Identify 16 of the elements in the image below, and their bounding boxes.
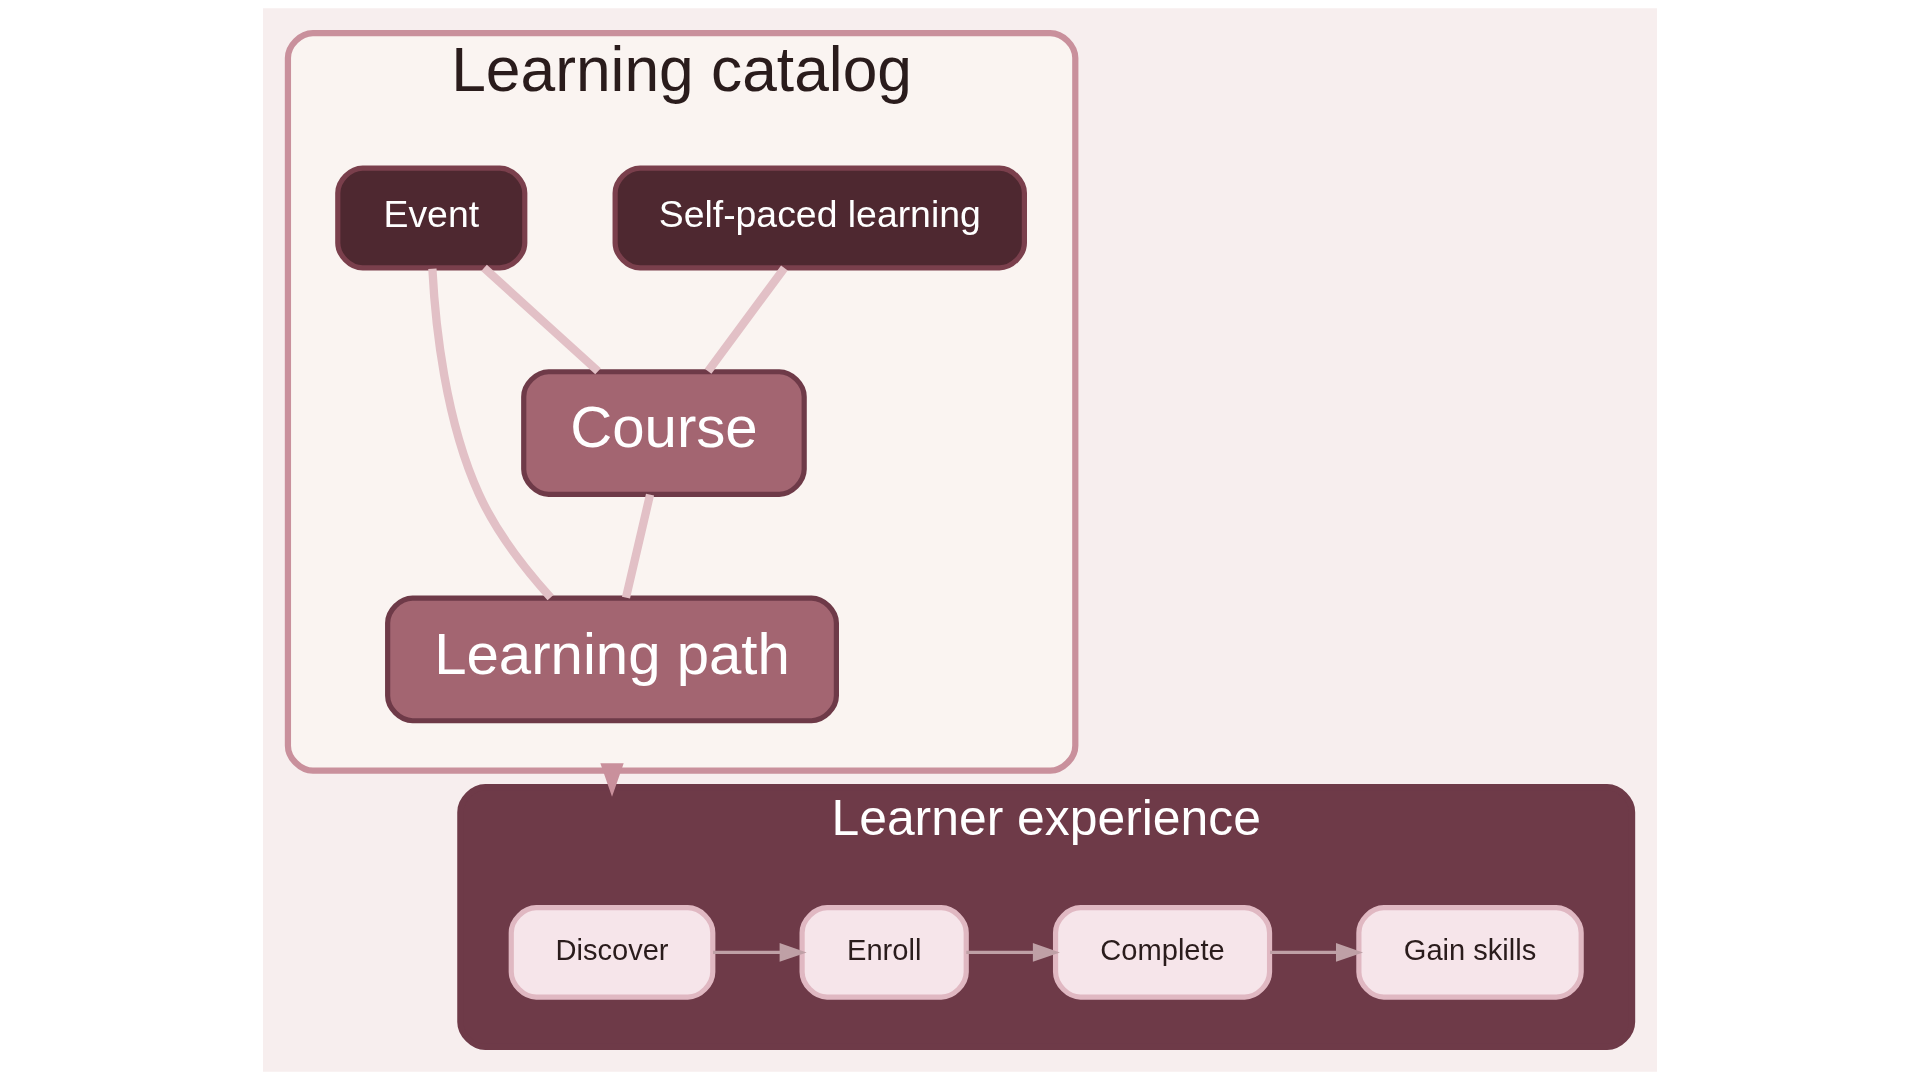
node-box: Enroll [799, 905, 969, 1000]
node-box: Discover [508, 905, 716, 1000]
connector [704, 265, 788, 374]
node-box: Self-paced learning [612, 165, 1027, 271]
node-box: Complete [1052, 905, 1273, 1000]
node-box: Course [521, 369, 807, 497]
arrow [966, 942, 1060, 962]
arrow [713, 942, 807, 962]
node-box: Gain skills [1356, 905, 1584, 1000]
connector [428, 268, 554, 601]
node-box: Learning path [385, 595, 839, 724]
node-box: Event [335, 165, 528, 271]
connector [481, 264, 601, 375]
connector [621, 493, 655, 599]
arrow [1270, 942, 1364, 962]
arrow [600, 763, 624, 797]
